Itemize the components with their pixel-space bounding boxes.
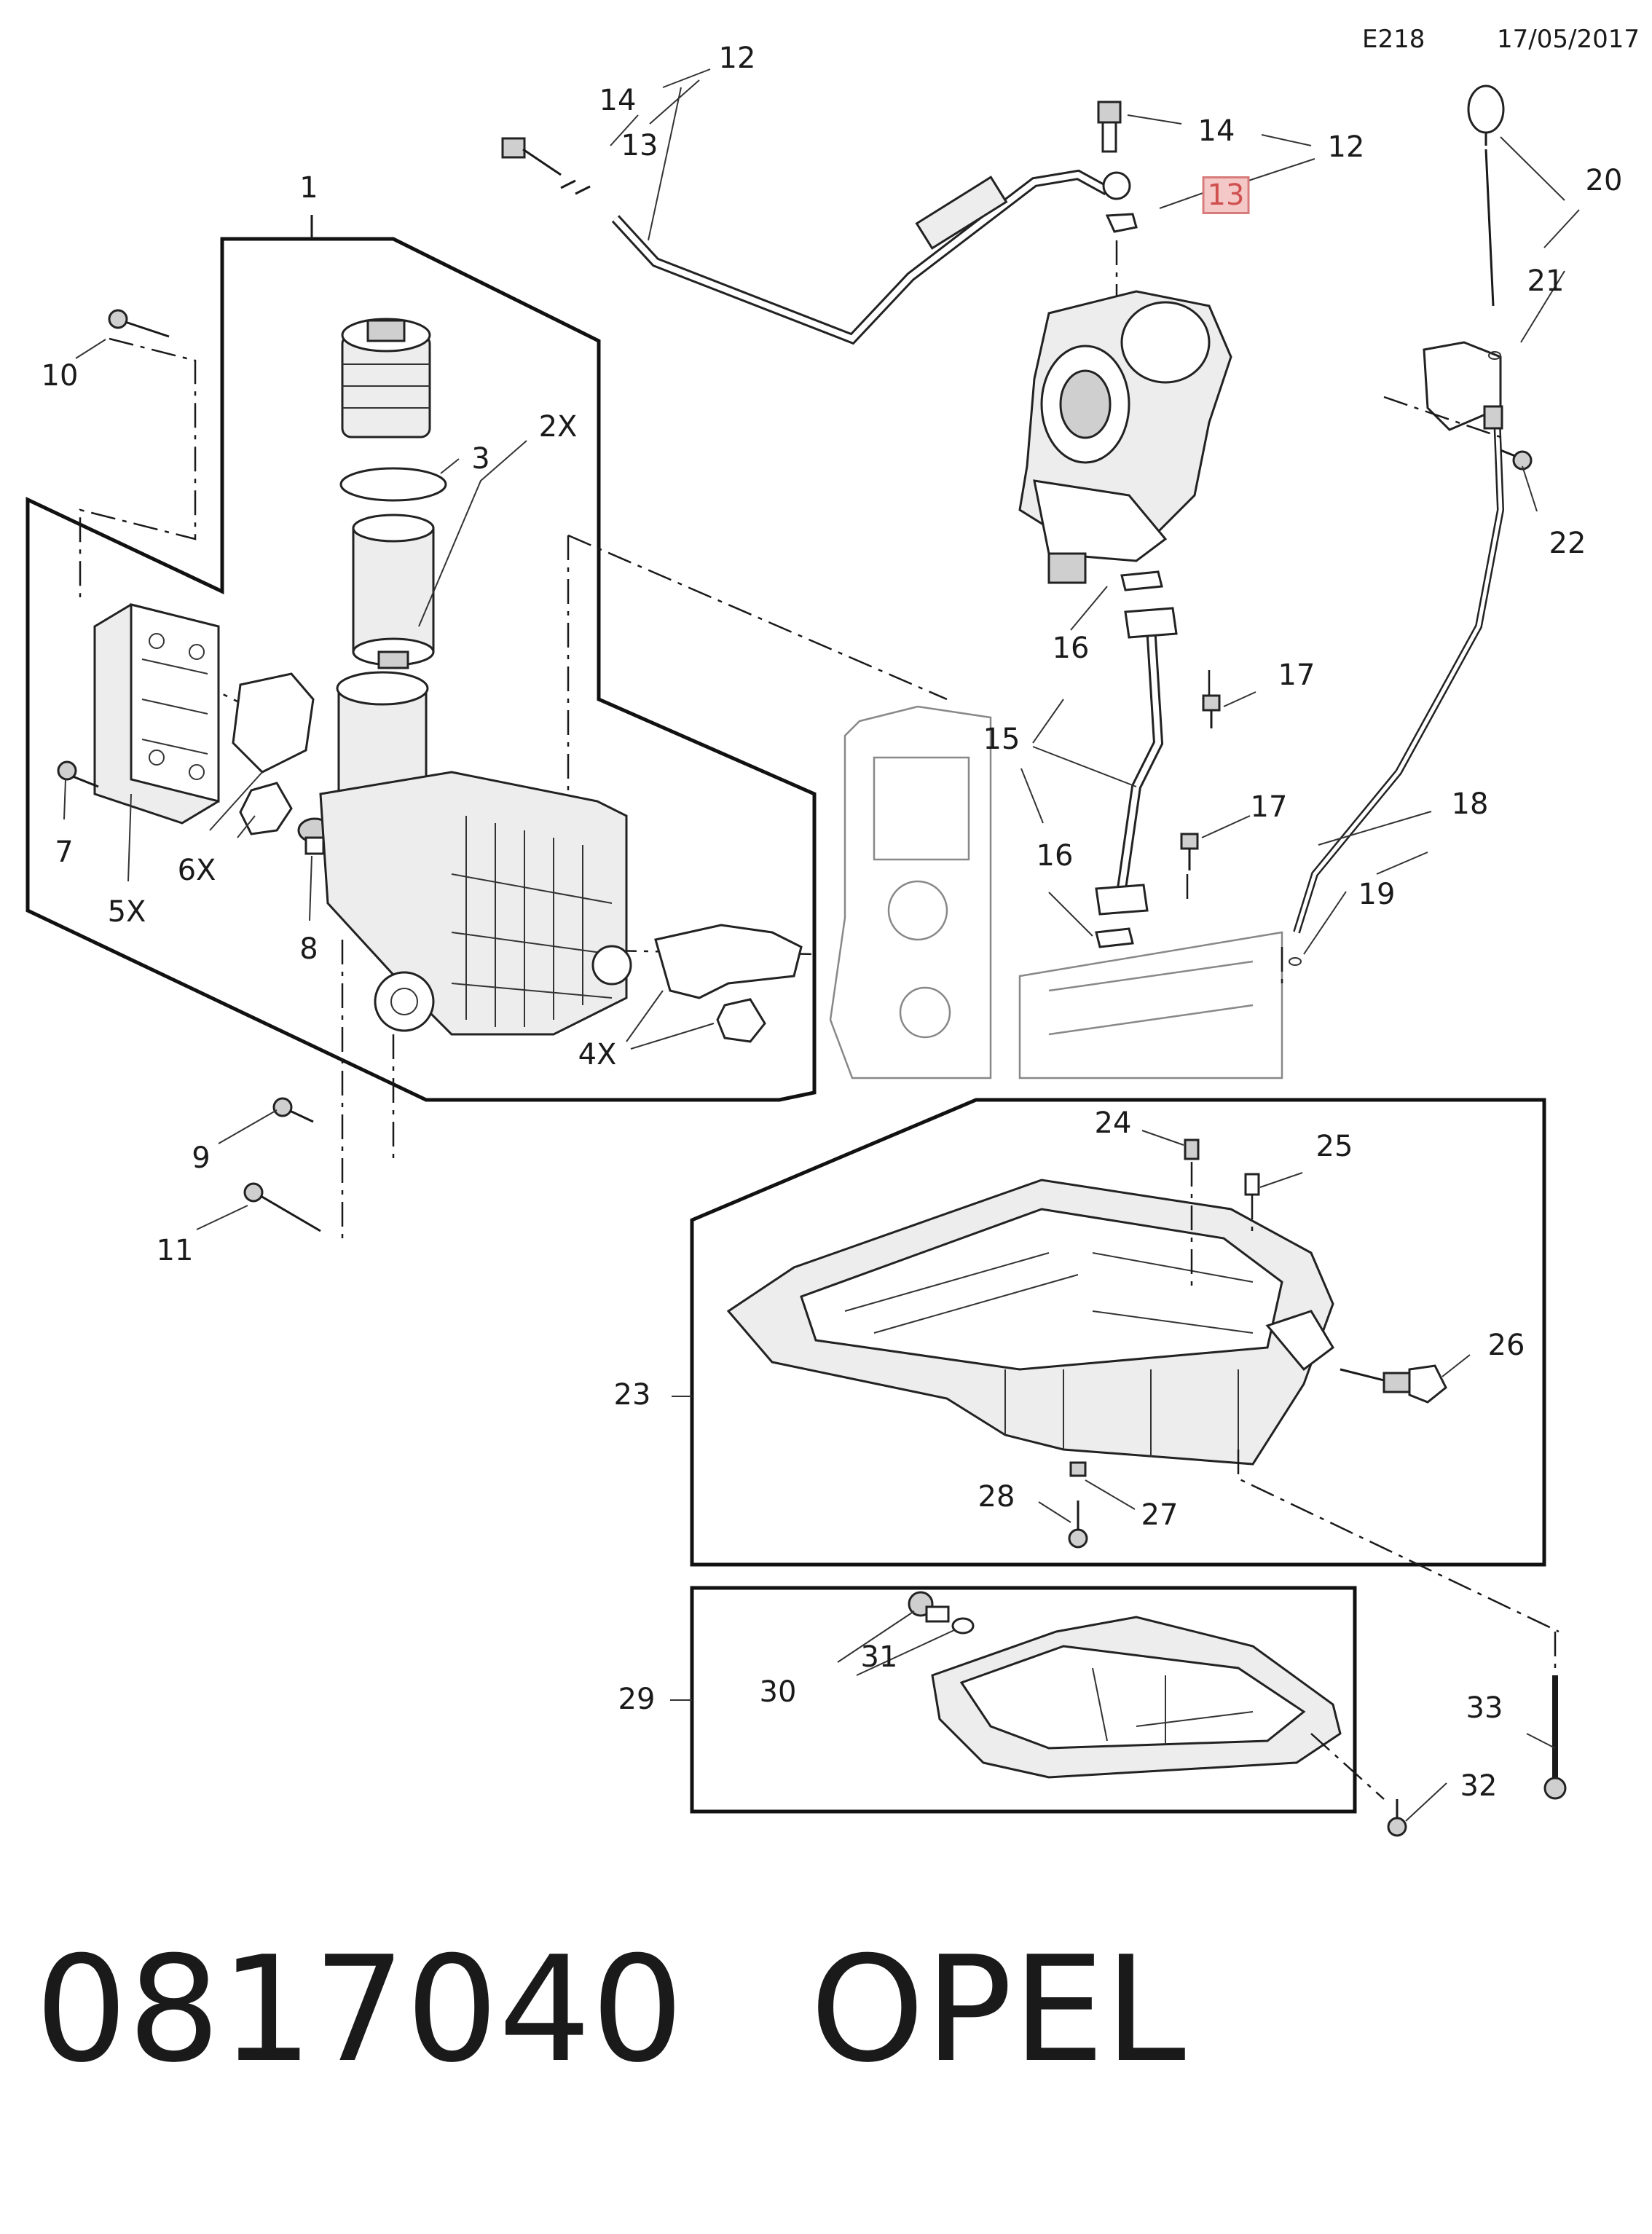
part-number: 0817040 [35, 1925, 684, 2095]
bolt-32-drawing [1387, 1799, 1407, 1837]
bolt-17-lower-drawing [1180, 833, 1199, 870]
banjo-bolt-14-right-drawing [1097, 101, 1122, 153]
o-ring-19-drawing [1289, 957, 1302, 966]
callout-12-left[interactable]: 12 [718, 42, 756, 75]
callout-15[interactable]: 15 [983, 723, 1020, 756]
callout-30[interactable]: 30 [759, 1675, 797, 1709]
callout-16-lower[interactable]: 16 [1036, 839, 1074, 873]
callout-22[interactable]: 22 [1549, 527, 1586, 560]
callout-8[interactable]: 8 [299, 932, 318, 966]
bolt-33-drawing [1543, 1675, 1567, 1800]
gasket-6x-drawing [232, 672, 315, 774]
bolt-28-drawing [1068, 1501, 1088, 1549]
plug-27-drawing [1069, 1461, 1087, 1477]
o-ring-21-drawing [1488, 351, 1501, 360]
callout-10[interactable]: 10 [41, 359, 79, 393]
callout-20[interactable]: 20 [1585, 164, 1623, 197]
leader-lines [63, 68, 1580, 1822]
sensor-26-drawing [1340, 1364, 1447, 1404]
washer-13-left-drawing [560, 179, 591, 195]
callout-26[interactable]: 26 [1487, 1329, 1525, 1362]
engine-block-drawing [829, 705, 1283, 1079]
callout-1[interactable]: 1 [299, 171, 318, 205]
callout-21[interactable]: 21 [1527, 264, 1565, 298]
washer-30-drawing [951, 1617, 975, 1635]
callout-11[interactable]: 11 [156, 1234, 194, 1267]
bolt-9-drawing [272, 1097, 314, 1123]
callout-17-lower[interactable]: 17 [1250, 790, 1288, 824]
bolt-17-upper-drawing [1202, 694, 1221, 728]
washer-13-right-drawing [1105, 213, 1138, 233]
seal-6x-drawing [239, 782, 293, 835]
callout-7[interactable]: 7 [55, 835, 74, 869]
diagram-date: 17/05/2017 [1497, 25, 1640, 54]
turbocharger-drawing [1018, 290, 1232, 584]
group-frame-lower-oil-pan [690, 1586, 1357, 1814]
gasket-16-lower-drawing [1095, 927, 1134, 948]
callout-6x[interactable]: 6X [177, 854, 216, 887]
callout-14-left[interactable]: 14 [599, 84, 637, 117]
callout-18[interactable]: 18 [1451, 787, 1489, 821]
callout-4x[interactable]: 4X [578, 1038, 617, 1071]
callout-16-upper[interactable]: 16 [1052, 632, 1090, 665]
gasket-4x-drawing [654, 924, 803, 999]
callout-29[interactable]: 29 [618, 1683, 656, 1716]
callout-12-right[interactable]: 12 [1327, 130, 1365, 164]
group-frame-upper-oil-pan [690, 1098, 1546, 1567]
callout-5x[interactable]: 5X [107, 895, 146, 929]
callout-28[interactable]: 28 [978, 1480, 1015, 1514]
callout-14-right[interactable]: 14 [1197, 114, 1235, 148]
oil-filter-housing-body-drawing [319, 671, 632, 1036]
callout-27[interactable]: 27 [1141, 1498, 1179, 1532]
callout-25[interactable]: 25 [1315, 1130, 1353, 1163]
callout-24[interactable]: 24 [1094, 1106, 1132, 1140]
callout-19[interactable]: 19 [1358, 878, 1396, 911]
callout-32[interactable]: 32 [1460, 1769, 1498, 1803]
filter-element-2x-drawing [352, 514, 435, 669]
dowel-24-drawing [1184, 1138, 1200, 1289]
callout-17-upper[interactable]: 17 [1278, 658, 1315, 692]
banjo-bolt-14-left-drawing [501, 137, 562, 176]
bolt-22-drawing [1500, 449, 1533, 471]
group-frame-oil-filter-housing [25, 237, 817, 1102]
callout-3[interactable]: 3 [471, 442, 490, 476]
dipstick-drawing [1467, 84, 1505, 307]
bolt-7-drawing [57, 760, 99, 788]
gasket-16-upper-drawing [1120, 570, 1163, 591]
callout-23[interactable]: 23 [613, 1378, 651, 1412]
oil-cooler-drawing [93, 603, 220, 825]
drain-plug-31-drawing [908, 1591, 950, 1623]
brand-name: OPEL [810, 1925, 1186, 2095]
callout-13-left[interactable]: 13 [621, 129, 658, 162]
dipstick-tube-drawing [1293, 341, 1505, 934]
bolt-11-drawing [243, 1182, 321, 1232]
o-ring-3-drawing [339, 467, 447, 502]
callout-9[interactable]: 9 [192, 1141, 211, 1175]
callout-33[interactable]: 33 [1466, 1691, 1503, 1725]
dowel-25-drawing [1244, 1173, 1260, 1238]
callout-2x[interactable]: 2X [538, 410, 578, 444]
filter-cap-drawing [341, 318, 431, 438]
callout-31[interactable]: 31 [860, 1640, 898, 1674]
oil-feed-pipe-drawing [611, 169, 1131, 345]
seal-4x-drawing [716, 998, 766, 1043]
lower-oil-pan-drawing [931, 1616, 1342, 1779]
upper-oil-pan-drawing [726, 1179, 1334, 1466]
callout-13-right-highlighted[interactable]: 13 [1202, 176, 1250, 214]
bolt-10-drawing [108, 309, 170, 338]
oil-return-pipe-drawing [1095, 607, 1178, 916]
diagram-code: E218 [1362, 25, 1425, 54]
